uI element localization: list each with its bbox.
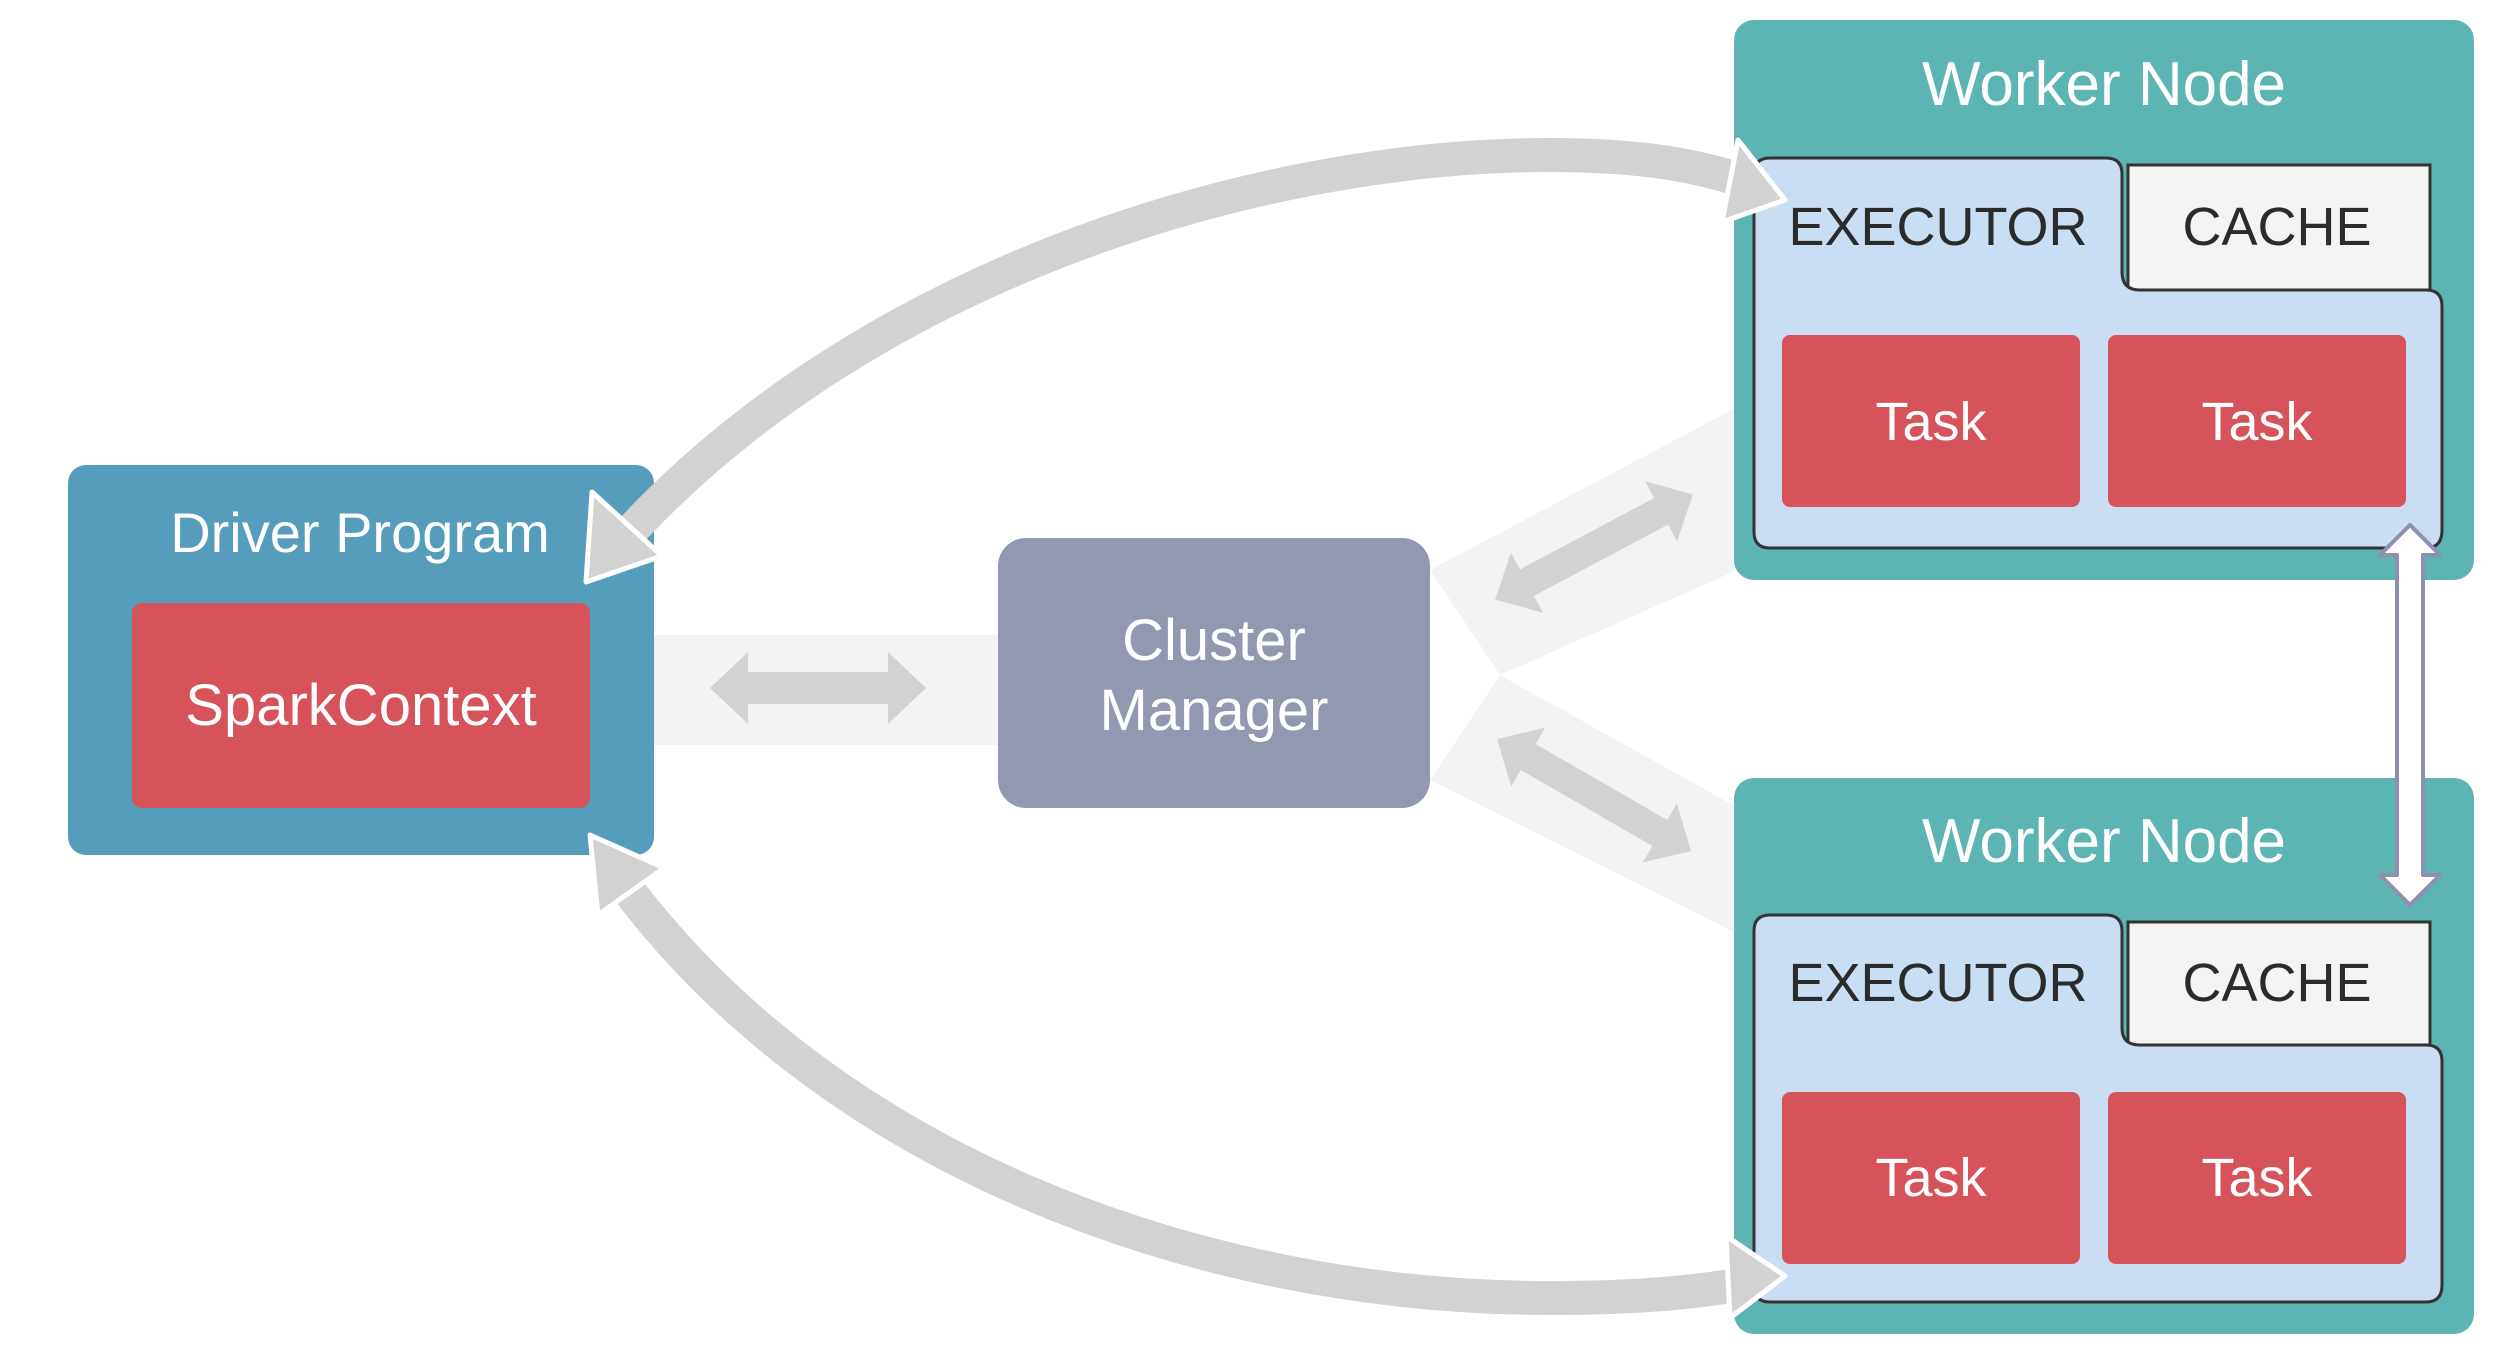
arrow-driver-worker-bottom-head-worker (1723, 1233, 1788, 1321)
cluster-manager-box (998, 538, 1430, 808)
worker-node-1-task-2 (2108, 335, 2406, 507)
arrow-cluster-worker-bottom (1497, 727, 1691, 863)
spark-context-label: SparkContext (185, 673, 536, 738)
worker-node-2-task-2-label: Task (2201, 1148, 2313, 1208)
cluster-manager-label-line1: Cluster (1122, 608, 1306, 673)
arrow-driver-worker-bottom-shaft (598, 858, 1759, 1316)
arrow-worker-worker (2378, 523, 2442, 907)
worker-node-1-task-1 (1782, 335, 2080, 507)
worker-node-2-task-1 (1782, 1092, 2080, 1264)
worker-node-2-cache-label: CACHE (2182, 953, 2371, 1013)
arrow-driver-worker-top-head-worker (1719, 137, 1788, 225)
arrow-driver-cluster (710, 652, 926, 724)
worker-node-1-task-2-label: Task (2201, 392, 2313, 452)
worker-node-1: Worker Node EXECUTOR CACHE Task Task (1734, 20, 2474, 580)
arrow-driver-worker-top-head-driver (583, 489, 665, 585)
worker-node-2-executor-label: EXECUTOR (1788, 953, 2087, 1013)
worker-node-2: Worker Node EXECUTOR CACHE Task Task (1734, 778, 2474, 1334)
spark-context-box (132, 603, 590, 808)
driver-program: Driver Program SparkContext (68, 465, 654, 855)
worker-node-2-title: Worker Node (1922, 807, 2286, 876)
worker-node-1-cache-label: CACHE (2182, 197, 2371, 257)
worker-node-1-title: Worker Node (1922, 50, 2286, 119)
cluster-manager: Cluster Manager (998, 538, 1430, 808)
driver-program-title: Driver Program (170, 501, 550, 564)
arrow-driver-worker-top-shaft (599, 137, 1761, 564)
worker-node-2-task-1-label: Task (1875, 1148, 1987, 1208)
cluster-manager-label-line2: Manager (1100, 678, 1329, 743)
arrow-driver-worker-bottom-head-driver (587, 832, 667, 918)
worker-node-2-task-2 (2108, 1092, 2406, 1264)
arrow-cluster-worker-top (1495, 481, 1693, 613)
worker-node-1-executor-label: EXECUTOR (1788, 197, 2087, 257)
driver-worker-arrows (583, 137, 1788, 1321)
worker-node-1-task-1-label: Task (1875, 392, 1987, 452)
